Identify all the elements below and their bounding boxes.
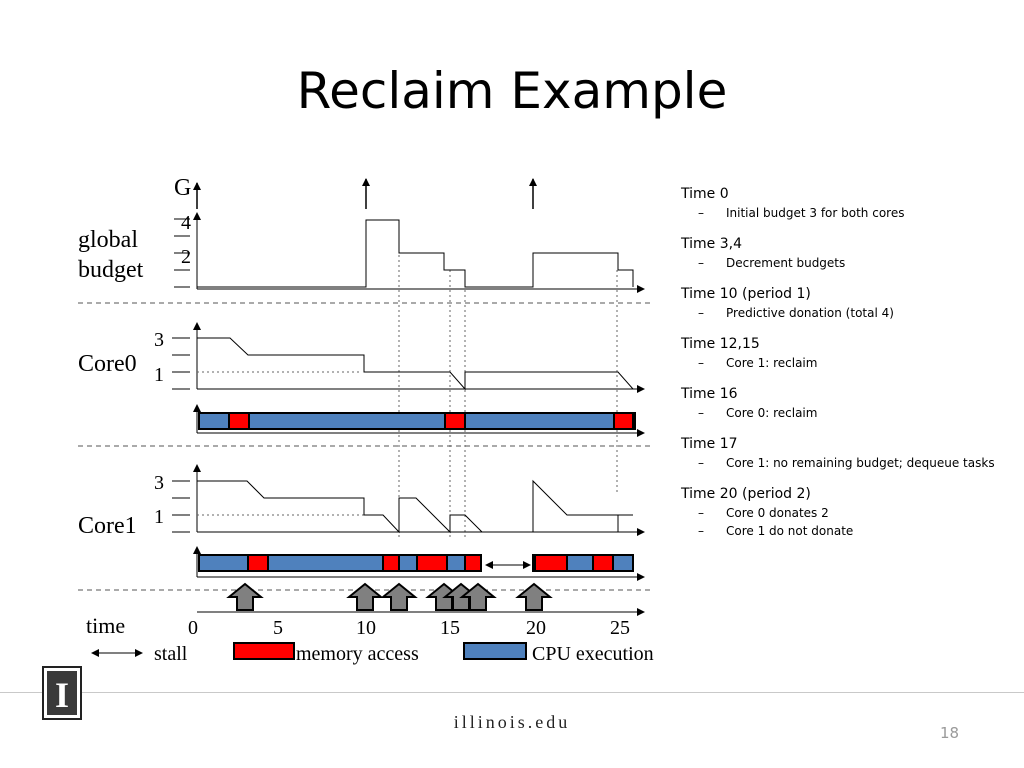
note-time-12-15: Time 12,15 – Core 1: reclaim <box>681 335 1001 371</box>
note-item: – Core 1 do not donate <box>681 524 1001 539</box>
note-item-text: Core 0: reclaim <box>726 406 818 420</box>
note-title: Time 10 (period 1) <box>681 286 811 302</box>
time-tick: 25 <box>610 617 630 639</box>
note-item-text: Core 1 do not donate <box>726 524 854 538</box>
time-tick: 10 <box>356 617 376 639</box>
global-ticks <box>174 218 190 288</box>
note-item: – Predictive donation (total 4) <box>681 306 1001 321</box>
dash-bullet: – <box>698 456 704 470</box>
note-time-0: Time 0 – Initial budget 3 for both cores <box>681 185 1001 221</box>
global-budget-line <box>197 219 634 288</box>
core1-memory-block <box>247 554 269 572</box>
slide-title: Reclaim Example <box>296 62 728 120</box>
note-item-text: Initial budget 3 for both cores <box>726 206 905 220</box>
note-title: Time 0 <box>681 186 729 202</box>
dash-bullet: – <box>698 406 704 420</box>
core1-ticks <box>172 480 190 533</box>
note-item: – Decrement budgets <box>681 256 1001 271</box>
legend: stall memory access CPU execution <box>91 642 654 665</box>
label-core0: Core0 <box>78 351 137 377</box>
core1-memory-block <box>592 554 614 572</box>
tick-global-2: 2 <box>181 246 191 268</box>
note-title: Time 3,4 <box>681 236 742 252</box>
dash-bullet: – <box>698 506 704 520</box>
university-logo: I <box>42 666 82 720</box>
event-arrows <box>226 582 553 611</box>
label-global: global <box>78 227 138 253</box>
footer-site: illinois.edu <box>453 712 571 732</box>
note-item-text: Decrement budgets <box>726 256 846 270</box>
note-item-text: Core 1: no remaining budget; dequeue tas… <box>726 456 995 470</box>
note-item: – Core 0: reclaim <box>681 406 1001 421</box>
legend-cpu-label: CPU execution <box>532 643 654 665</box>
tick-core1-3: 3 <box>154 472 164 494</box>
donation-arrows <box>193 178 537 209</box>
label-budget: budget <box>78 257 144 283</box>
core1-memory-block <box>534 554 568 572</box>
reclaim-timing-diagram: G global budget 4 2 Core0 3 1 Core1 <box>78 175 654 665</box>
legend-stall-label: stall <box>154 643 188 665</box>
label-time: time <box>86 613 125 638</box>
time-guides <box>398 255 618 540</box>
tick-core1-1: 1 <box>154 506 164 528</box>
dash-bullet: – <box>698 306 704 320</box>
note-title: Time 17 <box>681 436 738 452</box>
timeline-notes: Time 0 –Initial budget 3 for both cores … <box>681 185 1001 553</box>
note-time-17: Time 17 – Core 1: no remaining budget; de… <box>681 435 1001 471</box>
core0-budget-line <box>197 337 634 391</box>
note-title: Time 16 <box>681 386 738 402</box>
core1-budget-line <box>197 479 633 534</box>
note-item-text: Core 0 donates 2 <box>726 506 829 520</box>
note-time-3-4: Time 3,4 – Decrement budgets <box>681 235 1001 271</box>
note-item-text: Core 1: reclaim <box>726 356 818 370</box>
dash-bullet: – <box>698 524 704 538</box>
page-number: 18 <box>940 724 960 742</box>
note-title: Time 12,15 <box>681 336 760 352</box>
time-tick-labels: 0 5 10 15 20 25 <box>188 617 630 639</box>
time-tick: 20 <box>526 617 546 639</box>
note-item-text: Predictive donation (total 4) <box>726 306 894 320</box>
legend-memory-swatch <box>233 642 295 660</box>
note-time-10: Time 10 (period 1) – Predictive donation … <box>681 285 1001 321</box>
tick-global-4: 4 <box>181 212 191 234</box>
core0-ticks <box>172 337 190 390</box>
time-tick: 5 <box>273 617 283 639</box>
core0-memory-block <box>613 412 634 430</box>
footer-divider <box>0 692 1024 693</box>
core1-execution-bar <box>193 546 645 581</box>
note-time-16: Time 16 – Core 0: reclaim <box>681 385 1001 421</box>
tick-core0-3: 3 <box>154 329 164 351</box>
core0-memory-block <box>444 412 466 430</box>
dash-bullet: – <box>698 256 704 270</box>
core1-memory-block <box>382 554 400 572</box>
note-item: – Initial budget 3 for both cores <box>681 206 1001 221</box>
dash-bullet: – <box>698 356 704 370</box>
note-item: – Core 1: no remaining budget; dequeue ta… <box>681 456 1001 471</box>
legend-cpu-swatch <box>463 642 527 660</box>
note-time-20: Time 20 (period 2) – Core 0 donates 2 – Co… <box>681 485 1001 539</box>
core0-memory-block <box>228 412 250 430</box>
time-tick: 15 <box>440 617 460 639</box>
core1-memory-block <box>416 554 448 572</box>
note-title: Time 20 (period 2) <box>681 486 811 502</box>
core0-execution-bar <box>193 404 645 437</box>
legend-memory-label: memory access <box>296 643 419 665</box>
label-core1: Core1 <box>78 513 137 539</box>
label-G: G <box>174 175 191 201</box>
tick-core0-1: 1 <box>154 364 164 386</box>
core1-memory-block <box>464 554 482 572</box>
logo-letter: I <box>54 675 69 715</box>
note-item: – Core 1: reclaim <box>681 356 1001 371</box>
time-tick: 0 <box>188 617 198 639</box>
dash-bullet: – <box>698 206 704 220</box>
note-item: – Core 0 donates 2 <box>681 506 1001 521</box>
